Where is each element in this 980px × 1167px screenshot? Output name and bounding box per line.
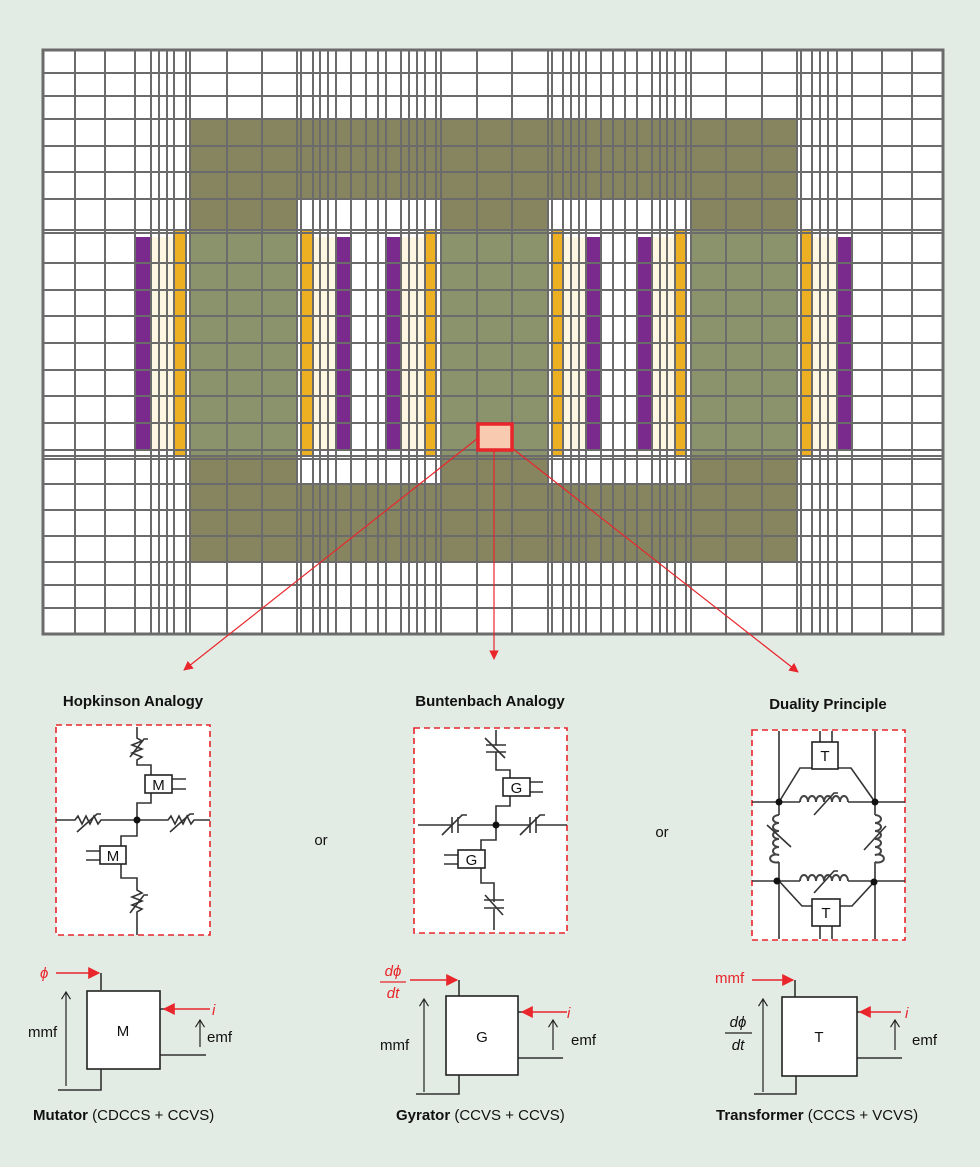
buntenbach-circuit: G G — [413, 727, 568, 934]
transformer-model: T mmf dϕ dt i emf Transformer (CCCS + VC… — [715, 970, 938, 1124]
gyrator-block-bottom — [457, 849, 486, 869]
highlighted-mesh-element[interactable] — [476, 422, 514, 452]
transformer-label-top: T — [820, 748, 829, 765]
transformer-label-bottom: T — [821, 905, 830, 922]
hopkinson-title: Hopkinson Analogy — [63, 693, 204, 710]
current-label: i — [905, 1005, 909, 1022]
mutator-label-top: M — [152, 777, 165, 794]
transformer-block — [781, 996, 858, 1077]
gyrator-block-top — [502, 777, 531, 797]
or-label-1: or — [314, 832, 327, 849]
mutator-block-top — [144, 774, 173, 794]
hopkinson-circuit: M M — [55, 724, 211, 936]
core-mesh — [41, 48, 945, 636]
gyrator-label-bottom: G — [466, 852, 478, 869]
mutator-symbol: M — [117, 1023, 130, 1040]
buntenbach-frame — [413, 727, 568, 934]
gyrator-caption: Gyrator (CCVS + CCVS) — [396, 1107, 565, 1124]
mmf-label: mmf — [715, 970, 745, 987]
mesh-border — [41, 48, 945, 636]
gyrator-model: G dϕ dt mmf i emf Gyrator (CCVS + CCVS) — [380, 963, 597, 1124]
mutator-block-bottom — [99, 845, 127, 865]
transformer-symbol: T — [814, 1029, 823, 1046]
duality-title: Duality Principle — [769, 696, 887, 713]
transformer-caption: Transformer (CCCS + VCVS) — [716, 1107, 918, 1124]
flux-rate-denominator: dt — [732, 1037, 745, 1054]
transformer-block-bottom — [811, 898, 841, 927]
hopkinson-frame — [55, 724, 211, 936]
flux-rate-numerator: dϕ — [730, 1014, 747, 1031]
mutator-caption: Mutator (CDCCS + CCVS) — [33, 1107, 214, 1124]
arrow-to-hopkinson — [183, 437, 479, 671]
flux-rate-numerator: dϕ — [385, 963, 402, 980]
mmf-label: mmf — [380, 1037, 410, 1054]
emf-label: emf — [912, 1032, 938, 1049]
emf-label: emf — [571, 1032, 597, 1049]
zoom-arrows — [183, 437, 799, 673]
current-label: i — [567, 1005, 571, 1022]
flux-label: ϕ — [40, 965, 48, 982]
emf-label: emf — [207, 1029, 233, 1046]
flux-rate-denominator: dt — [387, 985, 400, 1002]
mutator-model: M ϕ mmf i emf Mutator (CDCCS + CCVS) — [28, 965, 233, 1124]
transformer-block-top — [811, 741, 839, 770]
or-label-2: or — [655, 824, 668, 841]
mutator-block — [86, 990, 161, 1070]
gyrator-label-top: G — [511, 780, 523, 797]
gyrator-block — [445, 995, 519, 1076]
mutator-label-bottom: M — [107, 848, 120, 865]
gyrator-symbol: G — [476, 1029, 488, 1046]
mesh-grid-lines — [43, 50, 943, 634]
mmf-label: mmf — [28, 1024, 58, 1041]
arrow-to-duality — [511, 447, 799, 673]
duality-circuit: T T — [751, 729, 906, 941]
current-label: i — [212, 1002, 216, 1019]
buntenbach-title: Buntenbach Analogy — [415, 693, 565, 710]
